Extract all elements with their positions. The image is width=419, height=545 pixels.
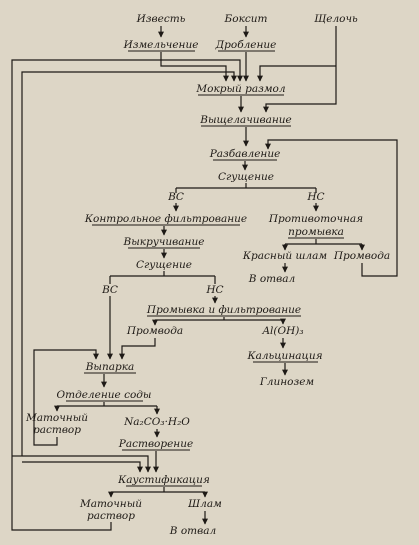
line-alkali-to-milling <box>257 65 336 82</box>
line-washfilt-split <box>155 317 283 321</box>
line-causticization-split <box>111 487 205 493</box>
node-leaching: Выщелачивание <box>199 114 292 126</box>
node-red-mud: Красный шлам <box>242 250 327 262</box>
node-crushing: Дробление <box>215 39 277 51</box>
line-thickening2-split <box>110 271 215 277</box>
node-wet-milling: Мокрый размол <box>195 83 285 95</box>
node-dissolution: Растворение <box>118 438 193 450</box>
node-control-filtration: Контрольное фильтрование <box>84 213 247 225</box>
line-lime-inner-loop <box>21 71 237 456</box>
node-grinding-lime: Измельчение <box>123 39 199 51</box>
node-bauxite: Боксит <box>224 13 268 25</box>
node-wash-water-2: Промвода <box>126 325 183 337</box>
line-soda-separation-split <box>57 402 157 407</box>
flow-lines <box>11 26 398 531</box>
line-lime-branch-to-causticization <box>22 455 151 473</box>
node-evaporation: Выпарка <box>85 361 135 373</box>
node-causticization: Каустификация <box>117 474 210 486</box>
node-alkali: Щелочь <box>314 13 358 25</box>
line-mother-liquor-1-recycle <box>33 349 99 446</box>
node-mother-liquor-1-line1: Маточный <box>25 412 88 424</box>
line-lime-to-causticization-2 <box>22 461 143 473</box>
node-aluminium-hydroxide: Al(OH)₃ <box>261 325 303 337</box>
node-soda-separation: Отделение соды <box>57 389 152 401</box>
node-sludge: Шлам <box>187 498 222 510</box>
node-mother-liquor-2-line1: Маточный <box>79 498 142 510</box>
node-calcination: Кальцинация <box>246 350 322 362</box>
node-countercurrent-washing-2: промывка <box>288 226 344 238</box>
node-wash-water-1: Промвода <box>333 250 390 262</box>
label-vs-2: ВС <box>101 284 118 296</box>
line-grinding-to-milling <box>160 52 229 82</box>
line-thickening1-split <box>176 183 316 189</box>
node-thickening-2: Сгущение <box>136 259 192 271</box>
node-soda-crystal: Na₂CO₃·H₂O <box>123 416 190 428</box>
node-to-dump-2: В отвал <box>169 525 216 537</box>
label-vs-1: ВС <box>167 191 184 203</box>
line-wash-water-recycle <box>265 139 398 277</box>
node-mother-liquor-2-line2: раствор <box>87 510 135 522</box>
node-thickening-1: Сгущение <box>218 171 274 183</box>
line-mother-liquor-2-recycle <box>11 59 243 531</box>
line-alkali-down <box>263 26 337 113</box>
node-to-dump-1: В отвал <box>248 273 295 285</box>
node-decomposition: Выкручивание <box>123 236 205 248</box>
node-washing-filtration: Промывка и фильтрование <box>146 304 301 316</box>
line-water2-to-evaporation <box>119 338 156 360</box>
node-countercurrent-washing-1: Противоточная <box>268 213 363 225</box>
label-ns-2: НС <box>205 284 223 296</box>
node-lime: Известь <box>136 13 186 25</box>
line-washing-split <box>285 239 362 245</box>
node-dilution: Разбавление <box>209 148 281 160</box>
node-alumina: Глинозем <box>259 376 314 388</box>
node-mother-liquor-1-line2: раствор <box>33 424 81 436</box>
label-ns-1: НС <box>306 191 324 203</box>
